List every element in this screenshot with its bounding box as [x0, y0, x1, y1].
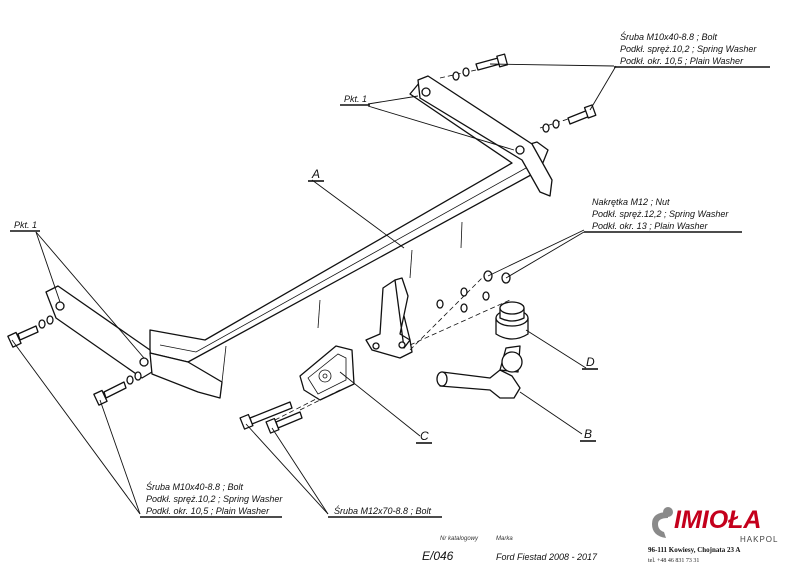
- ball-cap-part-d: [495, 301, 529, 340]
- pkt-labels: Pkt. 1 Pkt. 1: [10, 94, 370, 232]
- callout-plain-washer-line: Podkł. okr. 10,5 ; Plain Washer: [146, 506, 270, 516]
- brand-name: IMIOŁA: [674, 506, 762, 534]
- tow-hook-logo-icon: [652, 507, 673, 538]
- callout-spring-washer-line: Podkł. spręż.10,2 ; Spring Washer: [620, 44, 757, 54]
- catalog-caption: Nr katalogowy: [440, 536, 479, 542]
- callout-plain-washer-line: Podkł. okr. 10,5 ; Plain Washer: [620, 56, 744, 66]
- callout-bolt-line: Śruba M12x70-8.8 ; Bolt: [334, 505, 432, 516]
- callout-bottom-left: Śruba M10x40-8.8 ; Bolt Podkł. spręż.10,…: [140, 481, 283, 518]
- part-label-d: D: [586, 355, 595, 369]
- fasteners-left-upper-bolt: [7, 315, 54, 348]
- vehicle-model: Ford Fiestad 2008 - 2017: [496, 552, 598, 562]
- callout-plain-washer-line: Podkł. okr. 13 ; Plain Washer: [592, 221, 709, 231]
- callout-right-nut: Nakrętka M12 ; Nut Podkł. spręż.12,2 ; S…: [584, 197, 742, 233]
- imiola-logo: IMIOŁA HAKPOL: [652, 506, 778, 544]
- socket-plate-part-c: [299, 345, 355, 401]
- part-label-b: B: [584, 427, 592, 441]
- part-label-c: C: [420, 429, 429, 443]
- ball-mount-plate: [365, 277, 413, 359]
- part-label-a: A: [311, 167, 320, 181]
- brand-sub: HAKPOL: [740, 535, 778, 544]
- part-letters: A C B D: [308, 167, 598, 444]
- address-line: 96-111 Kowiesy, Chojnata 23 A: [648, 546, 740, 554]
- fasteners-center-bolts: [239, 401, 303, 434]
- leader-lines: [11, 63, 617, 515]
- make-caption: Marka: [496, 536, 513, 542]
- fasteners-nuts-washers: [436, 270, 511, 313]
- callout-spring-washer-line: Podkł. spręż.12,2 ; Spring Washer: [592, 209, 729, 219]
- fasteners-top-right-bolt: [542, 104, 597, 133]
- callout-bottom-mid: Śruba M12x70-8.8 ; Bolt: [328, 505, 442, 518]
- callout-bolt-line: Śruba M10x40-8.8 ; Bolt: [620, 31, 718, 42]
- ball-neck-part-b: [436, 345, 523, 399]
- pkt-top-label: Pkt. 1: [344, 94, 367, 104]
- footer-info: Nr katalogowy E/046 Marka Ford Fiestad 2…: [422, 536, 740, 564]
- right-side-bracket: [417, 75, 553, 197]
- fasteners-top-left-bolt: [452, 53, 509, 81]
- fasteners-left-lower-bolt: [93, 371, 142, 406]
- phone-line: tel. +48 46 831 73 31: [648, 558, 699, 564]
- pkt-left-label: Pkt. 1: [14, 220, 37, 230]
- callout-nut-line: Nakrętka M12 ; Nut: [592, 197, 670, 207]
- callout-spring-washer-line: Podkł. spręż.10,2 ; Spring Washer: [146, 494, 283, 504]
- callout-bolt-line: Śruba M10x40-8.8 ; Bolt: [146, 481, 244, 492]
- callout-top-right: Śruba M10x40-8.8 ; Bolt Podkł. spręż.10,…: [614, 31, 770, 68]
- catalog-number: E/046: [422, 549, 454, 563]
